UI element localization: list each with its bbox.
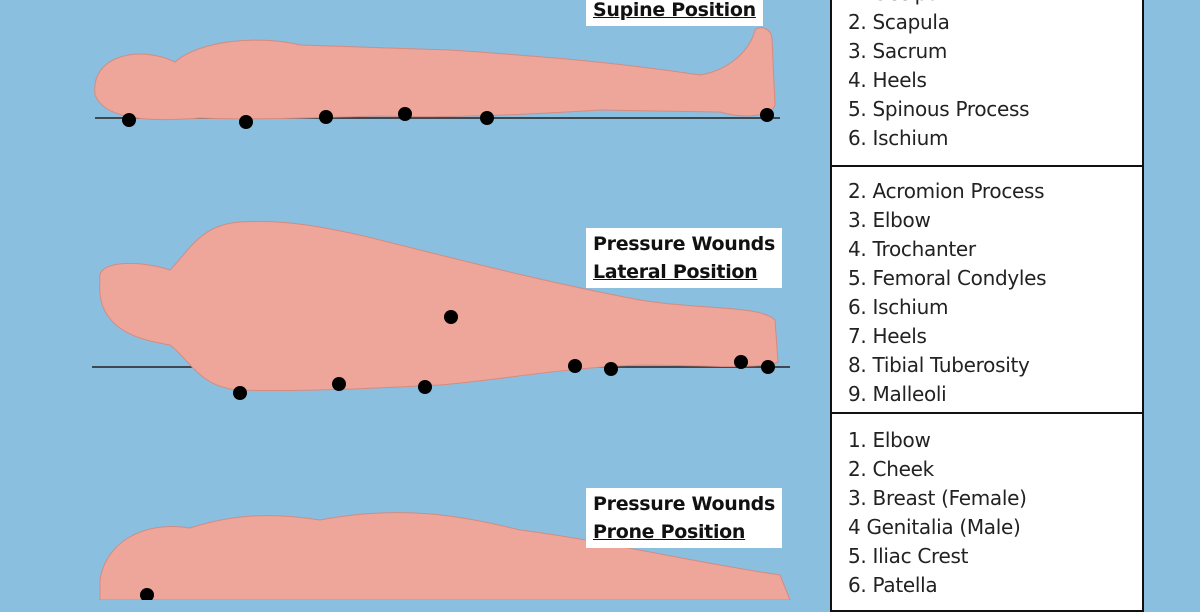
lateral-list: 2. Acromion Process 3. Elbow 4. Trochant… (830, 165, 1144, 414)
list-item: 2. Acromion Process (848, 179, 1045, 203)
list-item: 6. Patella (848, 573, 938, 597)
list-item: 5. Iliac Crest (848, 544, 969, 568)
list-item: 8. Tibial Tuberosity (848, 353, 1030, 377)
list-item: 3. Breast (Female) (848, 486, 1027, 510)
prone-figure (99, 512, 791, 600)
list-item: 9. Malleoli (848, 382, 947, 406)
list-item: 1. Elbow (848, 428, 931, 452)
lateral-figure (92, 220, 790, 400)
supine-list: 1. Occiput 2. Scapula 3. Sacrum 4. Heels… (830, 0, 1144, 167)
list-item: 3. Elbow (848, 208, 931, 232)
list-item: 6. Ischium (848, 126, 949, 150)
list-item: 7. Heels (848, 324, 927, 348)
prone-list: 1. Elbow 2. Cheek 3. Breast (Female) 4 G… (830, 412, 1144, 612)
list-item: 2. Scapula (848, 10, 950, 34)
list-item: 4. Heels (848, 68, 927, 92)
list-item: 2. Cheek (848, 457, 934, 481)
list-item: 1. Occiput (848, 0, 1142, 8)
supine-figure (94, 27, 780, 129)
list-item: 5. Femoral Condyles (848, 266, 1047, 290)
list-item: 3. Sacrum (848, 39, 948, 63)
supine-title: Supine Position (586, 0, 763, 26)
list-item: 4 Genitalia (Male) (848, 515, 1021, 539)
list-item: 6. Ischium (848, 295, 949, 319)
list-item: 5. Spinous Process (848, 97, 1030, 121)
list-item: 4. Trochanter (848, 237, 976, 261)
